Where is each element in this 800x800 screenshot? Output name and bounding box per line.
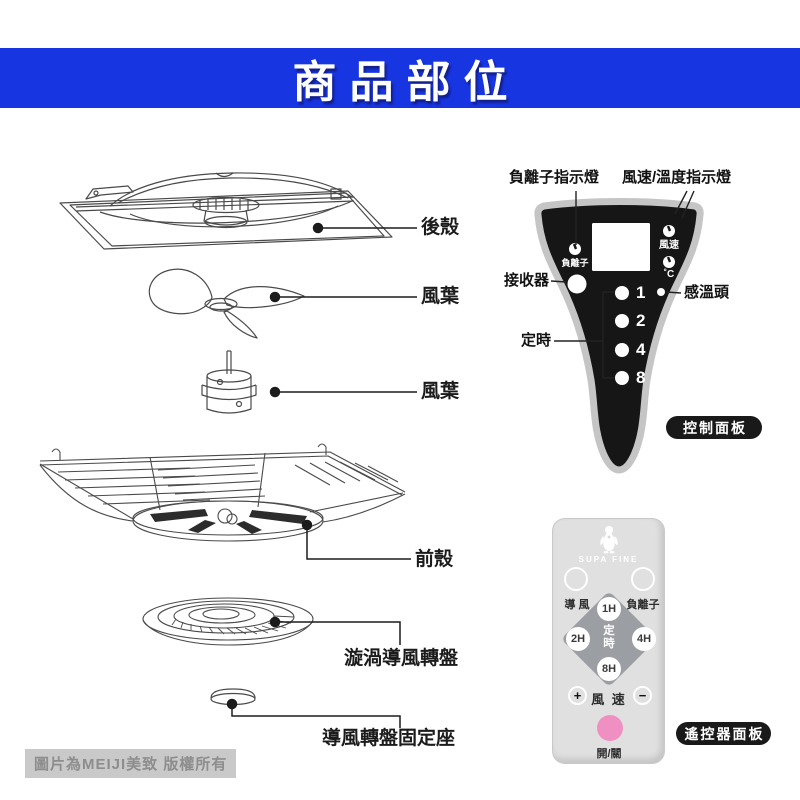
callout-ion-indicator: 負離子指示燈 — [509, 169, 600, 186]
callout-receiver: 接收器 — [504, 272, 550, 289]
speed-plus-button: + — [568, 686, 587, 705]
timer-hour-8: 8 — [636, 368, 646, 387]
fan-blade-drawing — [148, 268, 305, 339]
part-label-swirl-disc: 漩渦導風轉盤 — [344, 648, 459, 669]
motor-drawing — [201, 350, 257, 414]
disc-base-drawing — [210, 688, 256, 706]
rear-shell-drawing — [59, 172, 393, 250]
copyright-watermark: 圖片為MEIJI美致 版權所有 — [25, 749, 237, 778]
power-button — [597, 715, 623, 741]
air-guide-button — [564, 567, 588, 591]
control-panel-caption: 控制面板 — [683, 419, 747, 436]
brand-text: SUPA FINE — [578, 555, 639, 564]
part-label-motor: 風葉 — [421, 381, 460, 402]
timer-2h-button: 2H — [566, 627, 590, 651]
timer-char-2: 時 — [603, 638, 615, 650]
control-panel-caption-pill: 控制面板 — [666, 416, 762, 439]
timer-4h-button: 4H — [632, 627, 656, 651]
speed-label: 風 速 — [591, 692, 627, 707]
page-title: 商品部位 — [292, 58, 521, 107]
penguin-logo-icon — [600, 526, 618, 554]
front-shell-drawing — [39, 443, 406, 542]
remote-caption: 遙控器面板 — [684, 725, 765, 742]
callout-speed-temp-indicator: 風速/溫度指示燈 — [622, 169, 732, 186]
air-guide-button-label: 導 風 — [564, 599, 590, 611]
remote-body: SUPA FINE 導 風 負離子 1H 2H 4H 8H 定 時 + 風 速 … — [552, 518, 665, 764]
part-label-rear-shell: 後殼 — [421, 217, 460, 238]
part-label-front-shell: 前殼 — [415, 549, 454, 570]
timer-8h-button: 8H — [597, 657, 621, 681]
part-label-disc-base: 導風轉盤固定座 — [322, 728, 456, 749]
swirl-disc-drawing — [142, 597, 314, 646]
timer-hour-4: 4 — [636, 340, 646, 359]
ion-button — [631, 567, 655, 591]
timer-diamond-label: 定 時 — [601, 625, 617, 651]
speed-minus-button: − — [633, 686, 652, 705]
callout-temp-sensor: 感溫頭 — [684, 284, 730, 301]
panel-label-ion: 負離子 — [561, 258, 589, 268]
timer-hour-2: 2 — [636, 311, 646, 330]
panel-label-celsius: ˚C — [663, 269, 675, 280]
part-label-fan-blade: 風葉 — [421, 286, 460, 307]
header-banner: 商品部位 — [0, 48, 800, 108]
callout-leader-lines — [550, 190, 695, 379]
panel-label-speed: 風速 — [659, 240, 679, 251]
remote-caption-pill: 遙控器面板 — [676, 722, 771, 745]
callout-timer: 定時 — [521, 332, 552, 349]
power-label: 開/關 — [596, 748, 622, 760]
timer-hour-1: 1 — [636, 283, 646, 302]
timer-1h-button: 1H — [597, 597, 621, 621]
timer-char-1: 定 — [603, 625, 615, 637]
ion-button-label: 負離子 — [626, 599, 660, 611]
